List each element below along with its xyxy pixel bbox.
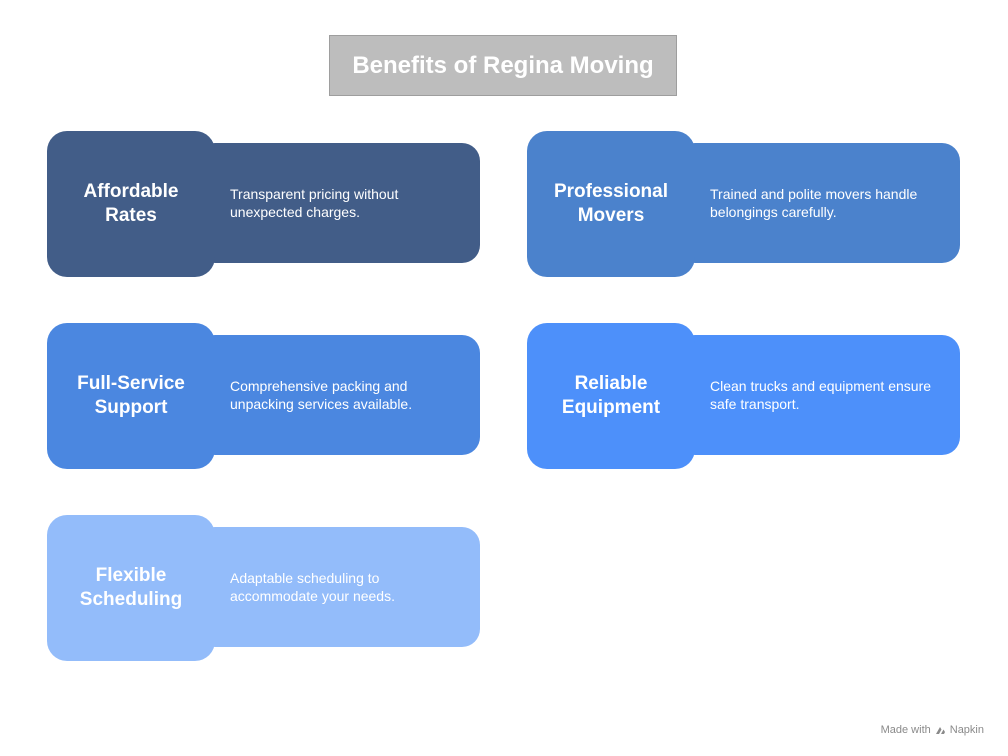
card-affordable-rates: Affordable Rates Transparent pricing wit… [47, 131, 481, 277]
diagram-title: Benefits of Regina Moving [329, 35, 677, 96]
card-body [197, 527, 480, 647]
card-header: Full-Service Support [47, 323, 215, 469]
card-body [677, 143, 960, 263]
footer-brand: Napkin [949, 724, 984, 736]
card-flexible-scheduling: Flexible Scheduling Adaptable scheduling… [47, 515, 481, 661]
card-heading: Full-Service Support [77, 373, 185, 418]
card-heading: Affordable Rates [83, 181, 179, 226]
card-header: Flexible Scheduling [47, 515, 215, 661]
card-description: Trained and polite movers handle belongi… [710, 186, 918, 220]
card-heading: Flexible Scheduling [79, 565, 183, 610]
card-description: Clean trucks and equipment ensure safe t… [710, 378, 932, 412]
card-header: Reliable Equipment [527, 323, 695, 469]
card-body [197, 143, 480, 263]
card-heading: Professional Movers [553, 181, 669, 226]
card-body [197, 335, 480, 455]
card-description: Adaptable scheduling to accommodate your… [230, 570, 395, 604]
card-heading: Reliable Equipment [561, 373, 661, 418]
card-full-service-support: Full-Service Support Comprehensive packi… [47, 323, 481, 469]
footer-prefix: Made with [880, 724, 931, 736]
diagram-title-text: Benefits of Regina Moving [352, 51, 654, 79]
card-header: Professional Movers [527, 131, 695, 277]
made-with-napkin-badge[interactable]: Made with Napkin [881, 724, 984, 736]
card-body [677, 335, 960, 455]
card-header: Affordable Rates [47, 131, 215, 277]
card-professional-movers: Professional Movers Trained and polite m… [527, 131, 961, 277]
card-reliable-equipment: Reliable Equipment Clean trucks and equi… [527, 323, 961, 469]
card-description: Transparent pricing without unexpected c… [230, 186, 399, 220]
card-description: Comprehensive packing and unpacking serv… [230, 378, 413, 412]
napkin-logo-icon [935, 725, 946, 736]
